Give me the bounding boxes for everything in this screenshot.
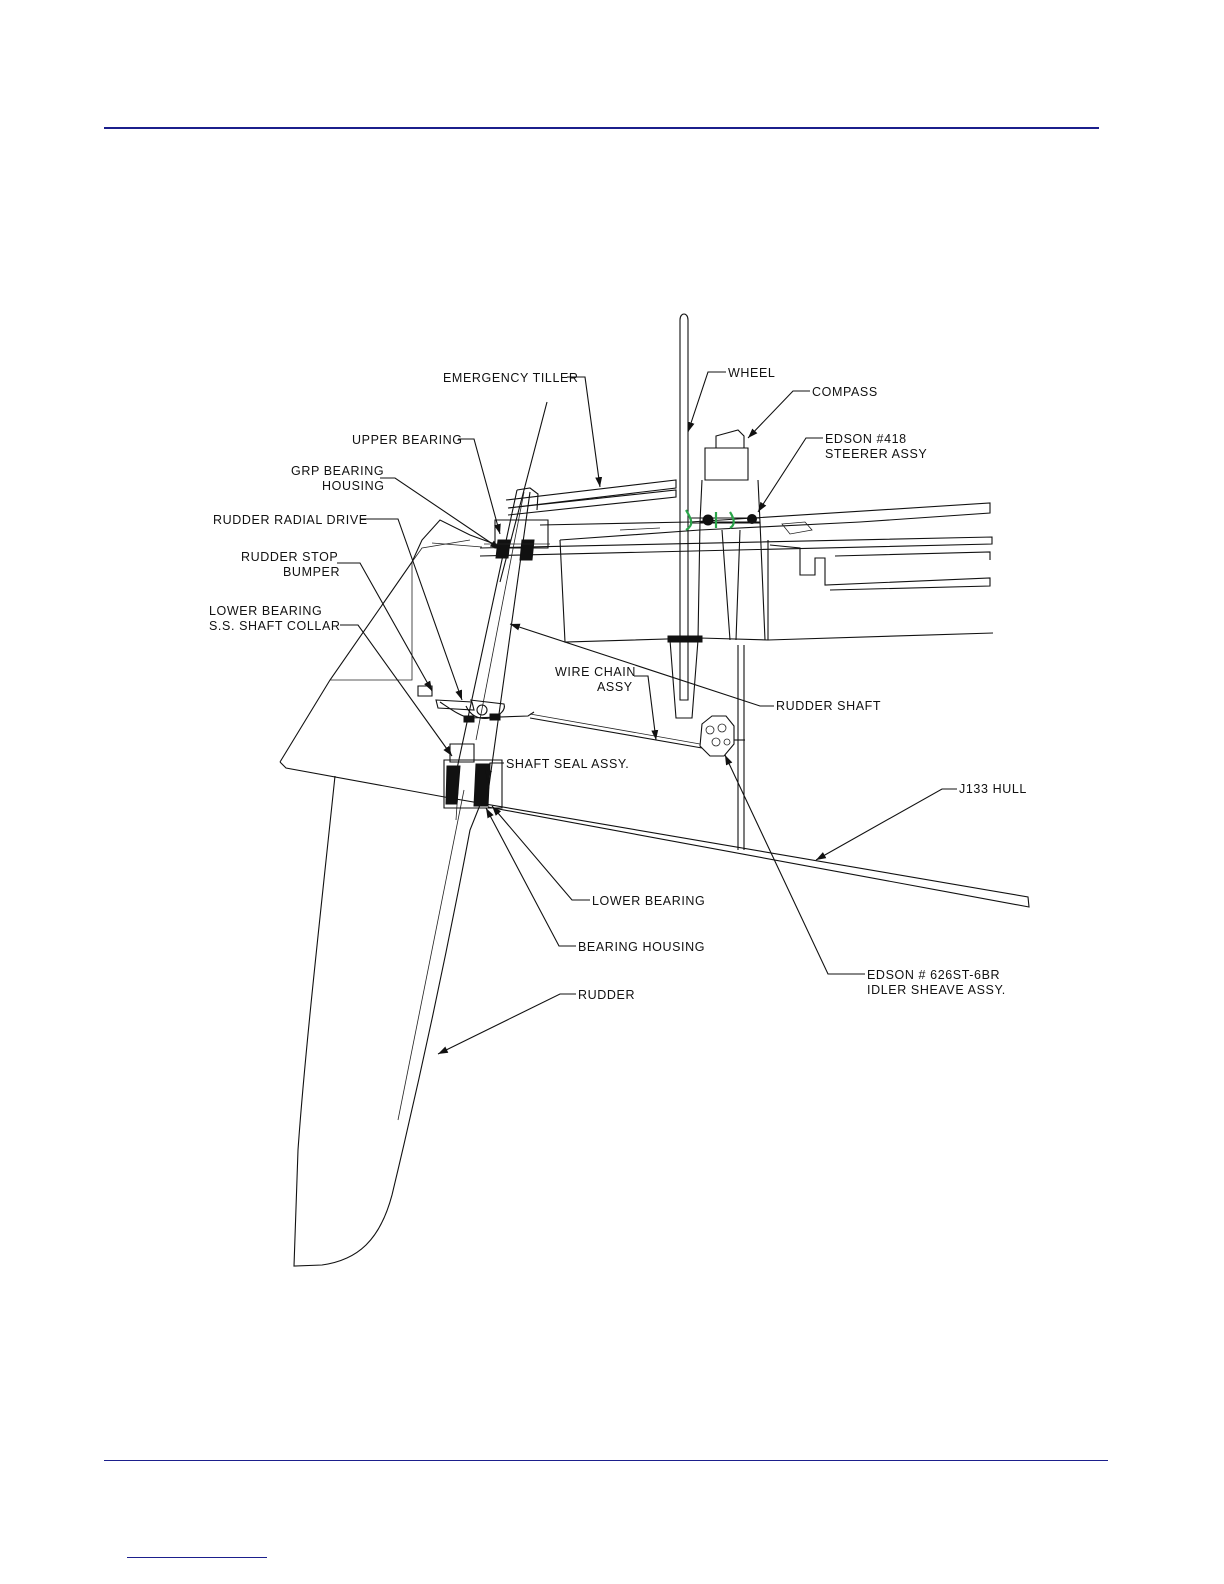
label-wire-chain-line2: ASSY [597,680,633,694]
label-rudder-stop-line2: BUMPER [283,565,340,579]
label-edson-418-line1: EDSON #418 [825,432,907,446]
label-upper-bearing: UPPER BEARING [352,433,463,447]
label-rudder-stop-line1: RUDDER STOP [241,550,338,564]
wire-chain [530,714,702,748]
label-hull: J133 HULL [959,782,1027,796]
radial-drive [418,686,534,722]
label-lower-bearing-collar-line2: S.S. SHAFT COLLAR [209,619,341,633]
label-rudder-radial-drive: RUDDER RADIAL DRIVE [213,513,368,527]
steering-pedestal [668,314,765,850]
hull-outline [280,520,1029,907]
label-emergency-tiller: EMERGENCY TILLER [443,371,579,385]
rudder-shaft [452,402,676,800]
label-rudder-shaft: RUDDER SHAFT [776,699,881,713]
label-grp-bearing-line1: GRP BEARING [291,464,384,478]
label-bearing-housing: BEARING HOUSING [578,940,705,954]
label-compass: COMPASS [812,385,878,399]
label-edson-626-line2: IDLER SHEAVE ASSY. [867,983,1006,997]
label-wire-chain-line1: WIRE CHAIN [555,665,636,679]
label-wheel: WHEEL [728,366,775,380]
label-edson-418-line2: STEERER ASSY [825,447,927,461]
label-edson-626-line1: EDSON # 626ST-6BR [867,968,1000,982]
label-lower-bearing: LOWER BEARING [592,894,705,908]
label-lower-bearing-collar-line1: LOWER BEARING [209,604,322,618]
rudder-blade [294,776,482,1266]
label-rudder: RUDDER [578,988,635,1002]
label-grp-bearing-line2: HOUSING [322,479,385,493]
label-shaft-seal: SHAFT SEAL ASSY. [506,757,629,771]
